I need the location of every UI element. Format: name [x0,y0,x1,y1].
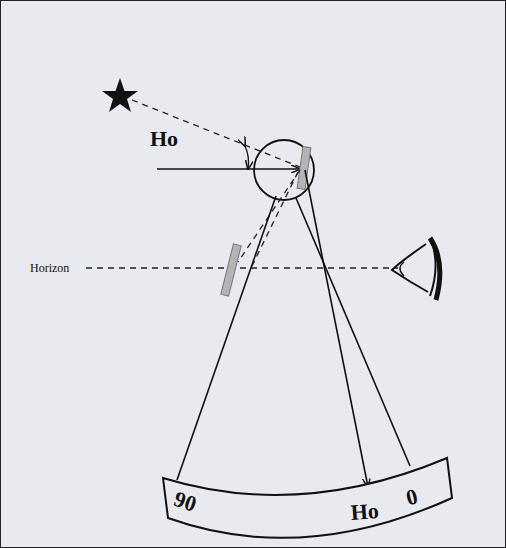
index-mirror [297,147,311,190]
star [102,78,138,112]
angle-arc [245,146,249,169]
angle-label: Ho [150,128,178,150]
scale-arc [163,458,452,538]
scale-reading: Ho [350,500,380,524]
index-arm [305,170,368,487]
reference-line [157,168,300,170]
eye [392,238,440,300]
mirror-ray [250,172,298,270]
frame-arm [177,196,276,480]
horizon-label: Horizon [30,262,69,274]
horizon-mirror [221,244,241,296]
horizon-line [86,267,398,268]
star-ray [132,100,300,167]
frame-arm [296,198,410,466]
